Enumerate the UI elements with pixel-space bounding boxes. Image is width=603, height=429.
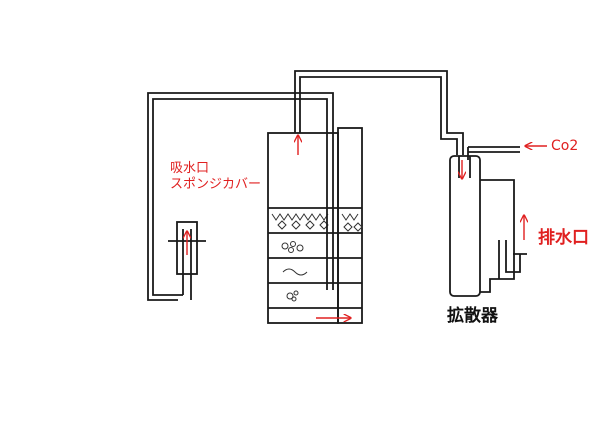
co2-label: Co2 [551, 138, 579, 154]
intake-hose [147, 92, 334, 301]
outlet-hose [294, 70, 464, 155]
filter-side-chamber [337, 127, 363, 324]
co2-tube [467, 146, 520, 160]
sponge-cover-label: スポンジカバー [170, 177, 262, 192]
diffuser-body [449, 155, 481, 297]
flow-arrows [187, 136, 547, 318]
diffuser [449, 155, 527, 297]
outlet-label: 排水口 [538, 228, 589, 248]
intake-label: 吸水口 [170, 161, 210, 176]
diffuser-chamber [480, 179, 515, 293]
diffuser-label: 拡散器 [447, 306, 498, 326]
filter-media [271, 213, 363, 302]
